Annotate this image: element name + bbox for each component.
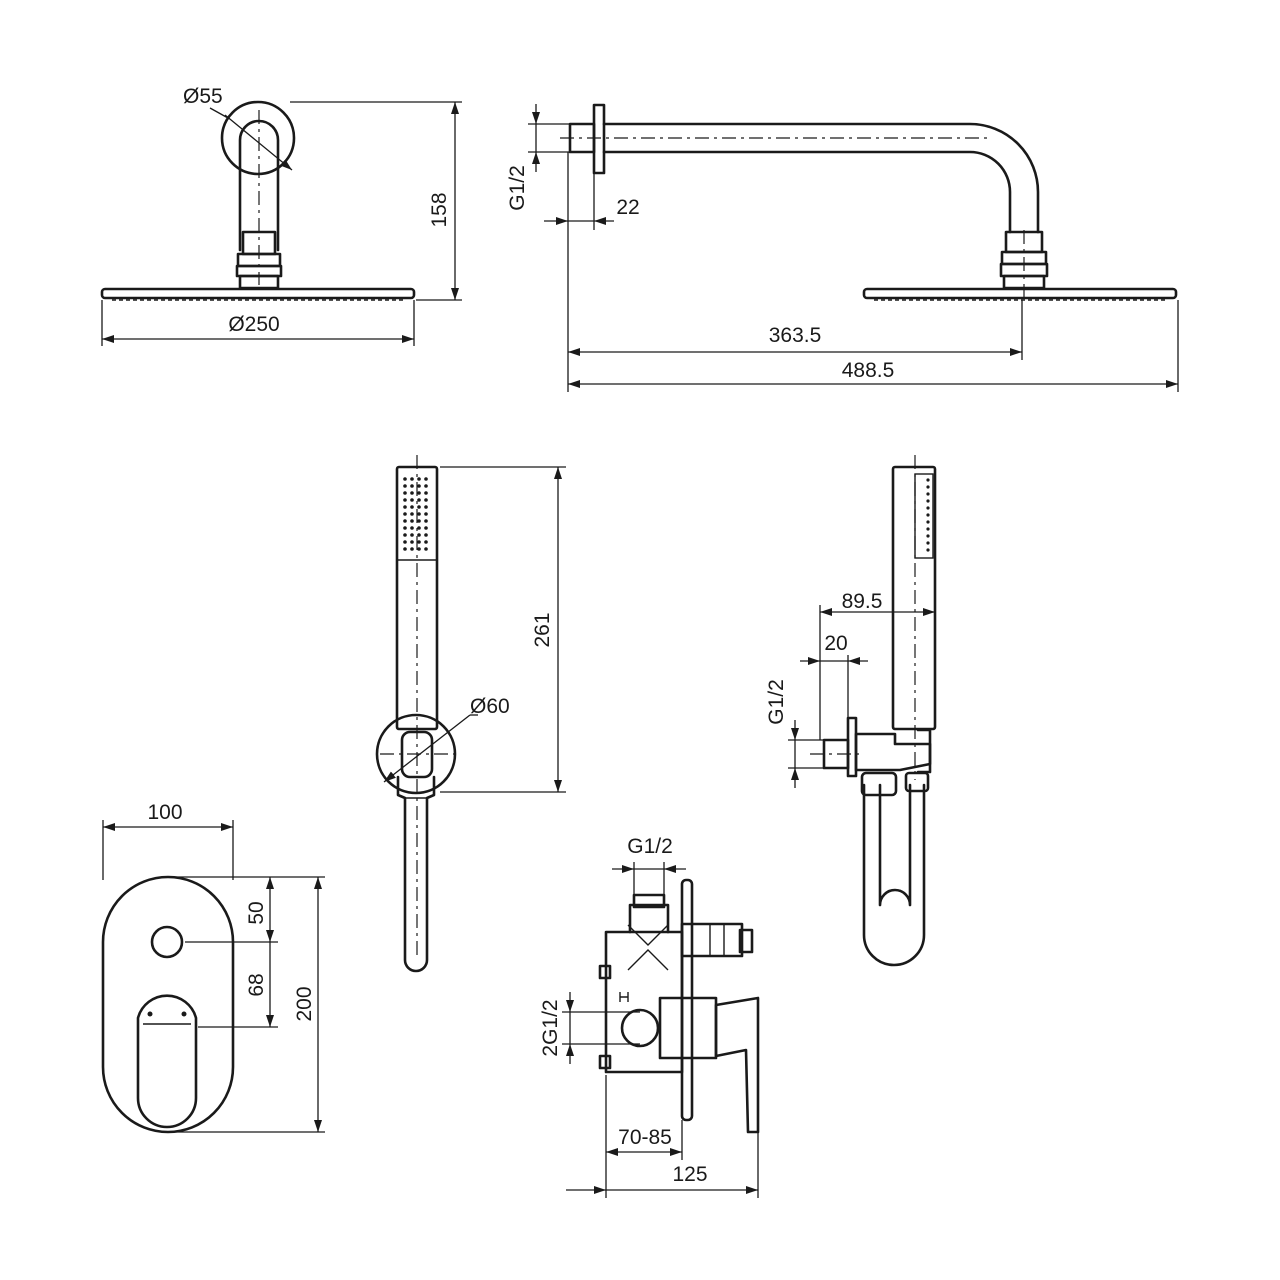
d22-label: 22 — [616, 196, 639, 219]
height-label: 158 — [428, 192, 451, 227]
length-label: 261 — [531, 612, 554, 647]
mixer-lever — [136, 994, 198, 1129]
g12-label: G1/2 — [765, 679, 788, 725]
g12-label: G1/2 — [506, 165, 529, 211]
body-facet — [627, 924, 669, 946]
inlet-label: G1/2 — [627, 835, 673, 858]
body-facet — [627, 949, 669, 971]
cover-plate-side — [680, 878, 694, 1122]
diverter-knob — [150, 925, 184, 959]
lever-mark — [147, 1011, 153, 1017]
hose-outer — [862, 783, 926, 967]
d60-label: Ø60 — [470, 695, 510, 718]
total-label: 488.5 — [842, 359, 895, 382]
nozzle-column — [926, 478, 930, 552]
lever-mark — [181, 1011, 187, 1017]
outlet-label: 2G1/2 — [539, 999, 562, 1056]
valve-body — [604, 930, 684, 1074]
shower-head-side-view: G1/2 22 363.5 488.5 — [506, 103, 1179, 392]
lever-side — [714, 996, 760, 1134]
d55-label: Ø55 — [183, 85, 223, 108]
hose-fitting — [396, 775, 436, 973]
hose-nut — [860, 771, 898, 797]
total-depth-label: 125 — [672, 1163, 707, 1186]
holder-arm — [854, 732, 932, 772]
shower-head-front-view: Ø55 158 Ø250 — [100, 85, 462, 346]
hand-shower-body-side — [891, 465, 937, 731]
width-label: 100 — [147, 801, 182, 824]
diverter-cap — [738, 928, 754, 954]
mixer-body-side-view: G1/2 2G1/2 70-85 125 — [539, 835, 760, 1198]
wall-flange-circle — [220, 100, 296, 176]
spray-face-side — [914, 473, 934, 559]
depth-range-label: 70-85 — [618, 1126, 672, 1149]
d20-label: 20 — [824, 632, 847, 655]
reach-label: 363.5 — [769, 324, 822, 347]
shower-arm-side — [602, 122, 1040, 234]
hot-marker — [619, 992, 629, 1002]
shower-head-plate — [862, 287, 1178, 300]
cover-plate — [101, 875, 235, 1134]
hand-shower-front-view: Ø60 261 — [375, 455, 566, 973]
mount-tab — [598, 1054, 612, 1070]
hand-shower-side-view: 89.5 20 G1/2 — [765, 455, 937, 967]
inlet-thread — [632, 893, 666, 909]
projection-label: 89.5 — [842, 590, 883, 613]
cartridge — [658, 996, 718, 1060]
inlet-stub — [628, 903, 670, 934]
outlet-port — [620, 1008, 660, 1048]
mixer-plate-front-view: 100 50 68 200 — [101, 801, 325, 1134]
hose-nut-2 — [904, 771, 930, 793]
d55-leader — [224, 114, 293, 171]
nozzle-grid — [403, 477, 428, 551]
shower-head-plate — [100, 287, 416, 300]
hose-inner — [878, 783, 912, 907]
knob-offset-label: 50 — [245, 901, 268, 924]
wall-flange — [592, 103, 606, 175]
knob-lever-label: 68 — [245, 973, 268, 996]
height-label: 200 — [293, 986, 316, 1021]
d60-leader — [383, 714, 471, 783]
d55-tail — [209, 107, 229, 119]
mount-tab — [598, 964, 612, 980]
d250-label: Ø250 — [228, 313, 279, 336]
